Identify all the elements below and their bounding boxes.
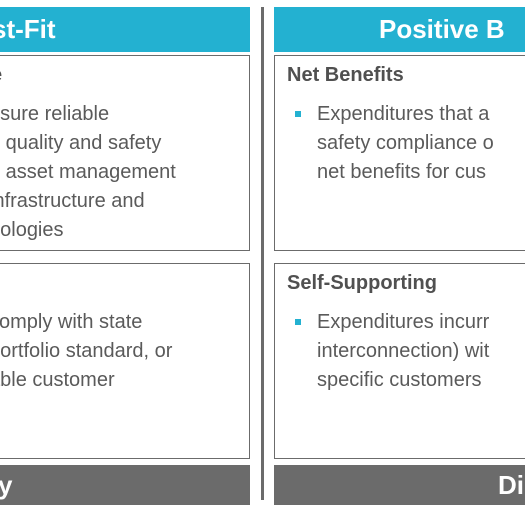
footer-right-label: Di xyxy=(498,470,524,500)
card-left-bottom-line-2: portfolio standard, or xyxy=(0,340,173,362)
card-left-bottom-line-1: comply with state xyxy=(0,311,143,333)
card-left-top-line-3: g asset management xyxy=(0,161,176,183)
card-left-top-title: e xyxy=(0,64,2,87)
card-right-bottom: Self-Supporting Expenditures incurr inte… xyxy=(274,263,525,459)
card-right-top-line-3: net benefits for cus xyxy=(317,161,486,183)
footer-left-label: y xyxy=(0,470,13,500)
card-right-top-line-1: Expenditures that a xyxy=(317,103,490,125)
card-left-top: e nsure reliable e quality and safety g … xyxy=(0,55,250,251)
header-right-label: Positive B xyxy=(379,14,505,44)
card-left-top-line-5: nologies xyxy=(0,219,64,241)
card-right-bottom-line-2: interconnection) wit xyxy=(317,340,490,362)
card-left-bottom: comply with state portfolio standard, or… xyxy=(0,263,250,459)
card-right-bottom-line-3: specific customers xyxy=(317,369,482,391)
card-left-top-line-4: infrastructure and xyxy=(0,190,145,212)
card-left-top-line-2: e quality and safety xyxy=(0,132,162,154)
card-right-bottom-title: Self-Supporting xyxy=(287,272,437,294)
column-divider xyxy=(261,7,264,500)
bullet-icon xyxy=(295,319,301,325)
header-left-label: st-Fit xyxy=(0,14,56,44)
footer-right: Di xyxy=(274,465,525,505)
card-right-bottom-line-1: Expenditures incurr xyxy=(317,311,490,333)
card-left-bottom-line-3: able customer xyxy=(0,369,115,391)
card-right-top: Net Benefits Expenditures that a safety … xyxy=(274,55,525,251)
header-right: Positive B xyxy=(274,7,525,52)
card-left-top-line-1: nsure reliable xyxy=(0,103,110,125)
header-left: st-Fit xyxy=(0,7,250,52)
footer-left: y xyxy=(0,465,250,505)
card-right-top-line-2: safety compliance o xyxy=(317,132,494,154)
bullet-icon xyxy=(295,111,301,117)
card-right-top-title: Net Benefits xyxy=(287,64,404,86)
